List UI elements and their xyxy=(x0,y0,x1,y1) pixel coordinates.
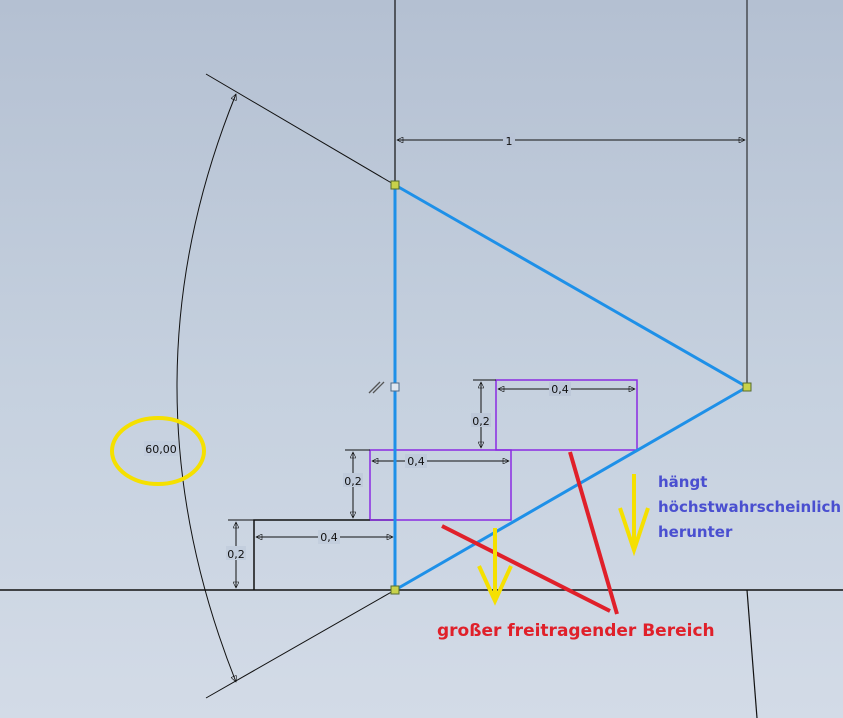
middle-step-width-label-bg xyxy=(405,454,427,468)
midpoint-marker[interactable] xyxy=(390,382,400,392)
top-width-label-bg xyxy=(503,133,515,147)
angle-extension-line-top[interactable] xyxy=(205,73,396,186)
angle-extension-line-bottom[interactable] xyxy=(205,589,396,699)
red-mark-line-long xyxy=(568,451,619,615)
middle-step-height-label-bg xyxy=(343,473,363,487)
middle-step-width-label[interactable]: 0,4 xyxy=(407,455,425,468)
upper-step-width-label-bg xyxy=(549,382,571,396)
middle-step-rectangle[interactable] xyxy=(369,449,512,521)
ground-vertical-line[interactable] xyxy=(746,589,758,718)
upper-step-width-label[interactable]: 0,4 xyxy=(551,383,569,396)
angle-dimension-label[interactable]: 60,00 xyxy=(145,443,177,456)
red-mark-line-diagonal xyxy=(441,524,611,613)
lower-step-width-label-bg xyxy=(318,530,340,544)
middle-step-height-label[interactable]: 0,2 xyxy=(344,475,362,488)
triangle-top-edge[interactable] xyxy=(394,183,748,389)
angle-highlight-circle xyxy=(110,416,206,486)
upper-step-height-label[interactable]: 0,2 xyxy=(472,415,490,428)
triangle-bottom-edge[interactable] xyxy=(394,385,748,592)
hang-note-line-3: herunter xyxy=(658,523,733,541)
lower-step-height-label-bg xyxy=(226,546,246,560)
hang-note-line-1: hängt xyxy=(658,473,707,491)
upper-step-height-label-bg xyxy=(471,413,491,427)
top-width-dimension-label[interactable]: 1 xyxy=(506,135,513,148)
lower-step-height-label[interactable]: 0,2 xyxy=(227,548,245,561)
lower-step-width-label[interactable]: 0,4 xyxy=(320,531,338,544)
yellow-down-arrow-right xyxy=(618,474,650,557)
point-marker-top[interactable] xyxy=(390,180,400,190)
point-marker-bottom[interactable] xyxy=(390,585,400,595)
hang-note-line-2: höchstwahrscheinlich xyxy=(658,498,841,516)
upper-step-rectangle[interactable] xyxy=(495,379,638,451)
angle-dimension-arc[interactable] xyxy=(176,94,236,682)
cantilever-note: großer freitragender Bereich xyxy=(437,621,715,641)
yellow-down-arrow-left xyxy=(477,528,513,606)
angle-label-bg xyxy=(144,441,178,456)
parallel-constraint-icon[interactable] xyxy=(368,381,385,394)
point-marker-right[interactable] xyxy=(742,382,752,392)
